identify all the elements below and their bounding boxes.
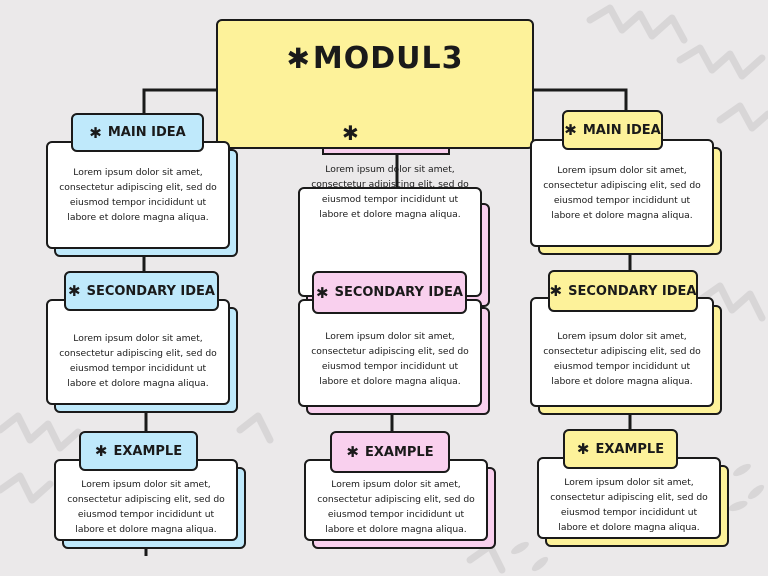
right-example-card: Lorem ipsum dolor sit amet, consectetur … <box>537 457 729 547</box>
card-body-text: Lorem ipsum dolor sit amet, consectetur … <box>543 331 701 387</box>
label-text: EXAMPLE <box>113 443 183 459</box>
asterisk-icon: ✱ <box>549 282 563 300</box>
card-body-text: Lorem ipsum dolor sit amet, consectetur … <box>317 479 475 535</box>
asterisk-icon: ✱ <box>342 121 359 145</box>
card-face: Lorem ipsum dolor sit amet, consectetur … <box>537 457 721 539</box>
asterisk-icon: ✱ <box>564 121 577 139</box>
card-face: Lorem ipsum dolor sit amet, consectetur … <box>530 139 714 247</box>
card-body-text: Lorem ipsum dolor sit amet, consectetur … <box>550 477 708 533</box>
right-main-card: Lorem ipsum dolor sit amet, consectetur … <box>530 139 722 255</box>
label-text: EXAMPLE <box>595 441 665 457</box>
page-title: ✱MODUL3 <box>218 41 532 76</box>
title-label: MODUL3 <box>312 41 464 76</box>
asterisk-icon: ✱ <box>89 123 102 142</box>
middle-example-label: ✱ EXAMPLE <box>330 431 450 473</box>
right-secondary-card: Lorem ipsum dolor sit amet, consectetur … <box>530 297 722 415</box>
middle-main-card-text: Lorem ipsum dolor sit amet, consectetur … <box>311 164 469 220</box>
title-box: ✱MODUL3 ✱ <box>216 19 534 149</box>
left-secondary-card: Lorem ipsum dolor sit amet, consectetur … <box>46 299 238 413</box>
card-face: Lorem ipsum dolor sit amet, consectetur … <box>298 299 482 407</box>
asterisk-icon: ✱ <box>94 442 108 460</box>
card-face: Lorem ipsum dolor sit amet, consectetur … <box>54 459 238 541</box>
card-face: Lorem ipsum dolor sit amet, consectetur … <box>530 297 714 407</box>
left-secondary-idea-label: ✱ SECONDARY IDEA <box>64 271 219 311</box>
right-example-label: ✱ EXAMPLE <box>563 429 678 469</box>
card-body-text: Lorem ipsum dolor sit amet, consectetur … <box>59 333 217 389</box>
card-body-text: Lorem ipsum dolor sit amet, consectetur … <box>59 167 217 223</box>
card-face: Lorem ipsum dolor sit amet, consectetur … <box>46 141 230 249</box>
asterisk-icon: ✱ <box>68 282 81 300</box>
middle-main-tab <box>322 145 450 155</box>
right-secondary-idea-label: ✱ SECONDARY IDEA <box>548 270 698 312</box>
label-text: MAIN IDEA <box>582 122 661 138</box>
left-main-idea-label: ✱ MAIN IDEA <box>71 113 204 152</box>
left-main-card: Lorem ipsum dolor sit amet, consectetur … <box>46 141 238 257</box>
left-example-card: Lorem ipsum dolor sit amet, consectetur … <box>54 459 246 549</box>
card-body-text: Lorem ipsum dolor sit amet, consectetur … <box>311 331 469 387</box>
label-text: MAIN IDEA <box>107 125 186 140</box>
right-main-idea-label: ✱ MAIN IDEA <box>562 110 663 150</box>
left-example-label: ✱ EXAMPLE <box>79 431 198 471</box>
label-text: EXAMPLE <box>364 444 434 460</box>
middle-secondary-idea-label: ✱ SECONDARY IDEA <box>312 271 467 314</box>
label-text: SECONDARY IDEA <box>86 283 215 299</box>
asterisk-icon: ✱ <box>316 283 329 302</box>
asterisk-icon: ✱ <box>576 440 590 458</box>
asterisk-icon: ✱ <box>346 443 359 461</box>
label-text: SECONDARY IDEA <box>568 283 697 299</box>
card-face: Lorem ipsum dolor sit amet, consectetur … <box>46 299 230 405</box>
card-body-text: Lorem ipsum dolor sit amet, consectetur … <box>67 479 225 535</box>
asterisk-icon: ✱ <box>286 42 311 75</box>
label-text: SECONDARY IDEA <box>334 285 463 300</box>
card-body-text: Lorem ipsum dolor sit amet, consectetur … <box>543 165 701 221</box>
middle-secondary-card: Lorem ipsum dolor sit amet, consectetur … <box>298 299 490 415</box>
